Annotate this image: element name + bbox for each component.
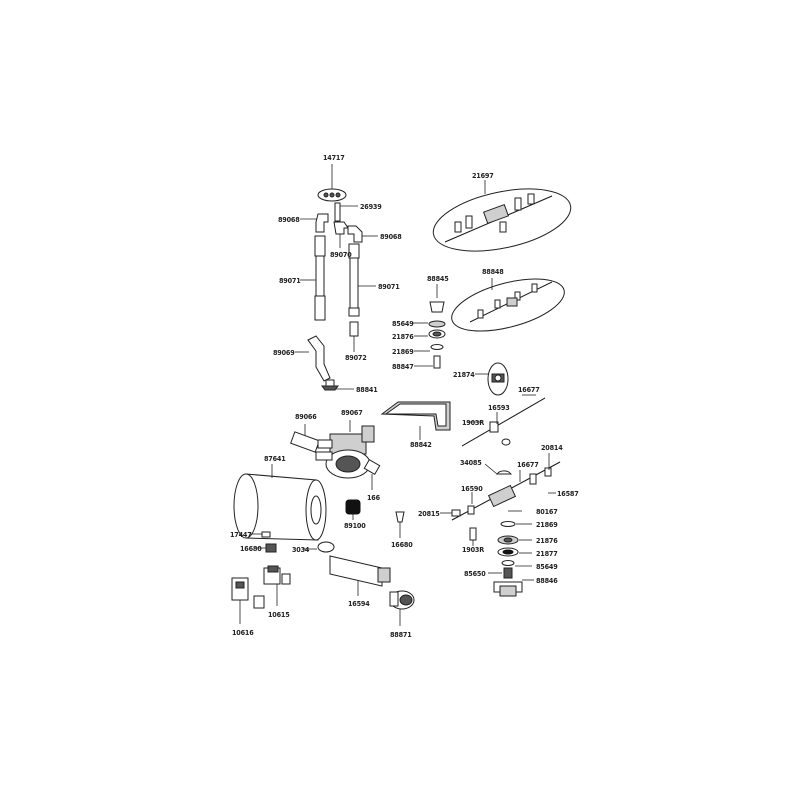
connector-stack-88845 <box>412 284 446 369</box>
hose-assembly <box>295 164 378 391</box>
label-21877: 21877 <box>536 549 558 558</box>
label-88871: 88871 <box>390 630 412 639</box>
clip-16680 <box>395 511 405 538</box>
label-16680-left: 16680 <box>240 544 262 553</box>
label-85649-bottom: 85649 <box>536 562 558 571</box>
label-89071-left: 89071 <box>279 276 301 285</box>
cap-89100 <box>345 499 361 520</box>
label-21869-top: 21869 <box>392 347 414 356</box>
label-20814: 20814 <box>541 443 563 452</box>
upper-spray-arm <box>432 180 572 252</box>
spray-head-21874 <box>475 362 509 396</box>
label-89066: 89066 <box>295 412 317 421</box>
label-3034: 3034 <box>292 545 310 554</box>
label-88847: 88847 <box>392 362 414 371</box>
label-17447: 17447 <box>230 530 252 539</box>
label-10616: 10616 <box>232 628 254 637</box>
label-89100: 89100 <box>344 521 366 530</box>
label-88846: 88846 <box>536 576 558 585</box>
part-number-labels: 14717 26939 89068 89068 89070 89071 8907… <box>230 153 579 639</box>
cylinder-87641 <box>233 464 327 541</box>
filter-grid-88842 <box>380 401 451 440</box>
small-parts-10615-10616 <box>231 565 291 624</box>
label-34085: 34085 <box>460 458 482 467</box>
label-88848: 88848 <box>482 267 504 276</box>
label-16590: 16590 <box>461 484 483 493</box>
label-21869-bottom: 21869 <box>536 520 558 529</box>
label-16593: 16593 <box>488 403 510 412</box>
label-1903R-bottom: 1903R <box>462 545 484 554</box>
lower-spray-arm <box>440 453 561 521</box>
small-fittings <box>250 531 277 553</box>
label-85649-top: 85649 <box>392 319 414 328</box>
label-16594: 16594 <box>348 599 370 608</box>
label-88841: 88841 <box>356 385 378 394</box>
label-21874: 21874 <box>453 370 475 379</box>
label-89069: 89069 <box>273 348 295 357</box>
label-16587: 16587 <box>557 489 579 498</box>
label-14717: 14717 <box>323 153 345 162</box>
pump-assembly <box>290 420 381 490</box>
lower-stack <box>469 521 534 597</box>
label-85650: 85650 <box>464 569 486 578</box>
label-80167: 80167 <box>536 507 558 516</box>
label-16677-top: 16677 <box>518 385 540 394</box>
label-88845: 88845 <box>427 274 449 283</box>
label-166: 166 <box>367 493 381 502</box>
label-89067: 89067 <box>341 408 363 417</box>
ring-3034 <box>304 541 335 553</box>
heater-16594 <box>329 555 391 596</box>
motor-88871 <box>389 590 415 626</box>
label-21876-top: 21876 <box>392 332 414 341</box>
label-89068-left: 89068 <box>278 215 300 224</box>
label-87641: 87641 <box>264 454 286 463</box>
lower-arm-upper <box>461 394 546 447</box>
label-16677-bottom: 16677 <box>517 460 539 469</box>
label-16680-right: 16680 <box>391 540 413 549</box>
label-89068-right: 89068 <box>380 232 402 241</box>
label-20815: 20815 <box>418 509 440 518</box>
label-1903R-top: 1903R <box>462 418 484 427</box>
label-89071-right: 89071 <box>378 282 400 291</box>
label-26939: 26939 <box>360 202 382 211</box>
label-21876-bottom: 21876 <box>536 536 558 545</box>
label-88842: 88842 <box>410 440 432 449</box>
label-10615: 10615 <box>268 610 290 619</box>
label-21697: 21697 <box>472 171 494 180</box>
label-89070: 89070 <box>330 250 352 259</box>
middle-spray-arm <box>451 278 565 332</box>
label-89072: 89072 <box>345 353 367 362</box>
